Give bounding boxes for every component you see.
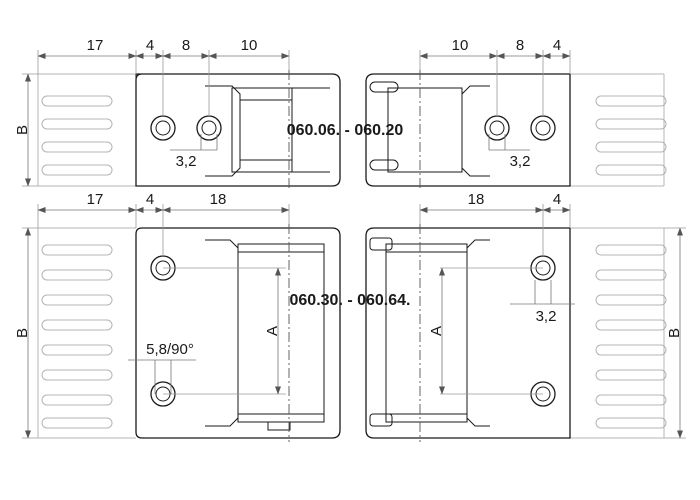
bottom-dim-right-slot: 18 [468,191,485,208]
top-left-link [135,73,341,187]
bottom-view: 17 4 18 18 4 5,8/90° 3,2 A A B B 060.30.… [14,191,686,442]
top-dim-left-bore: 3,2 [176,153,197,170]
bottom-dim-right-bore: 3,2 [536,308,557,325]
top-dim-left-outer: 17 [87,37,104,54]
bottom-series-label: 060.30. - 060.64. [290,292,411,309]
bottom-dim-left-outer: 17 [87,191,104,208]
bottom-right-link [365,227,571,439]
bottom-dim-countersink: 5,8/90° [146,341,194,358]
top-series-label: 060.06. - 060.20 [287,122,404,139]
bottom-right-end-block [570,227,667,439]
bottom-height-label-left: B [14,328,31,338]
bottom-left-link [135,227,341,439]
top-dim-left-slot: 10 [241,37,258,54]
top-dim-left-hole: 4 [146,37,154,54]
bottom-dim-right-hole: 4 [553,191,561,208]
top-dim-right-pitch: 8 [516,37,524,54]
bottom-dim-left-hole: 4 [146,191,154,208]
top-left-hole-1 [150,115,176,141]
top-right-hole-2 [530,115,556,141]
top-right-link [365,73,571,187]
top-dim-right-bore: 3,2 [510,153,531,170]
top-left-end-block [37,73,136,187]
top-dim-right-hole: 4 [553,37,561,54]
top-dim-right-slot: 10 [452,37,469,54]
bottom-dim-left-slot: 18 [210,191,227,208]
top-view: 17 4 8 10 10 8 4 3,2 3,2 B 060.06. - 060… [14,37,667,190]
bottom-height-label-right: B [666,328,683,338]
bottom-inner-height-left: A [264,326,281,336]
top-dim-left-pitch: 8 [182,37,190,54]
top-right-end-block [570,73,667,187]
bottom-inner-height-right: A [428,326,445,336]
bottom-left-end-block [37,227,136,439]
top-height-label: B [14,125,31,135]
